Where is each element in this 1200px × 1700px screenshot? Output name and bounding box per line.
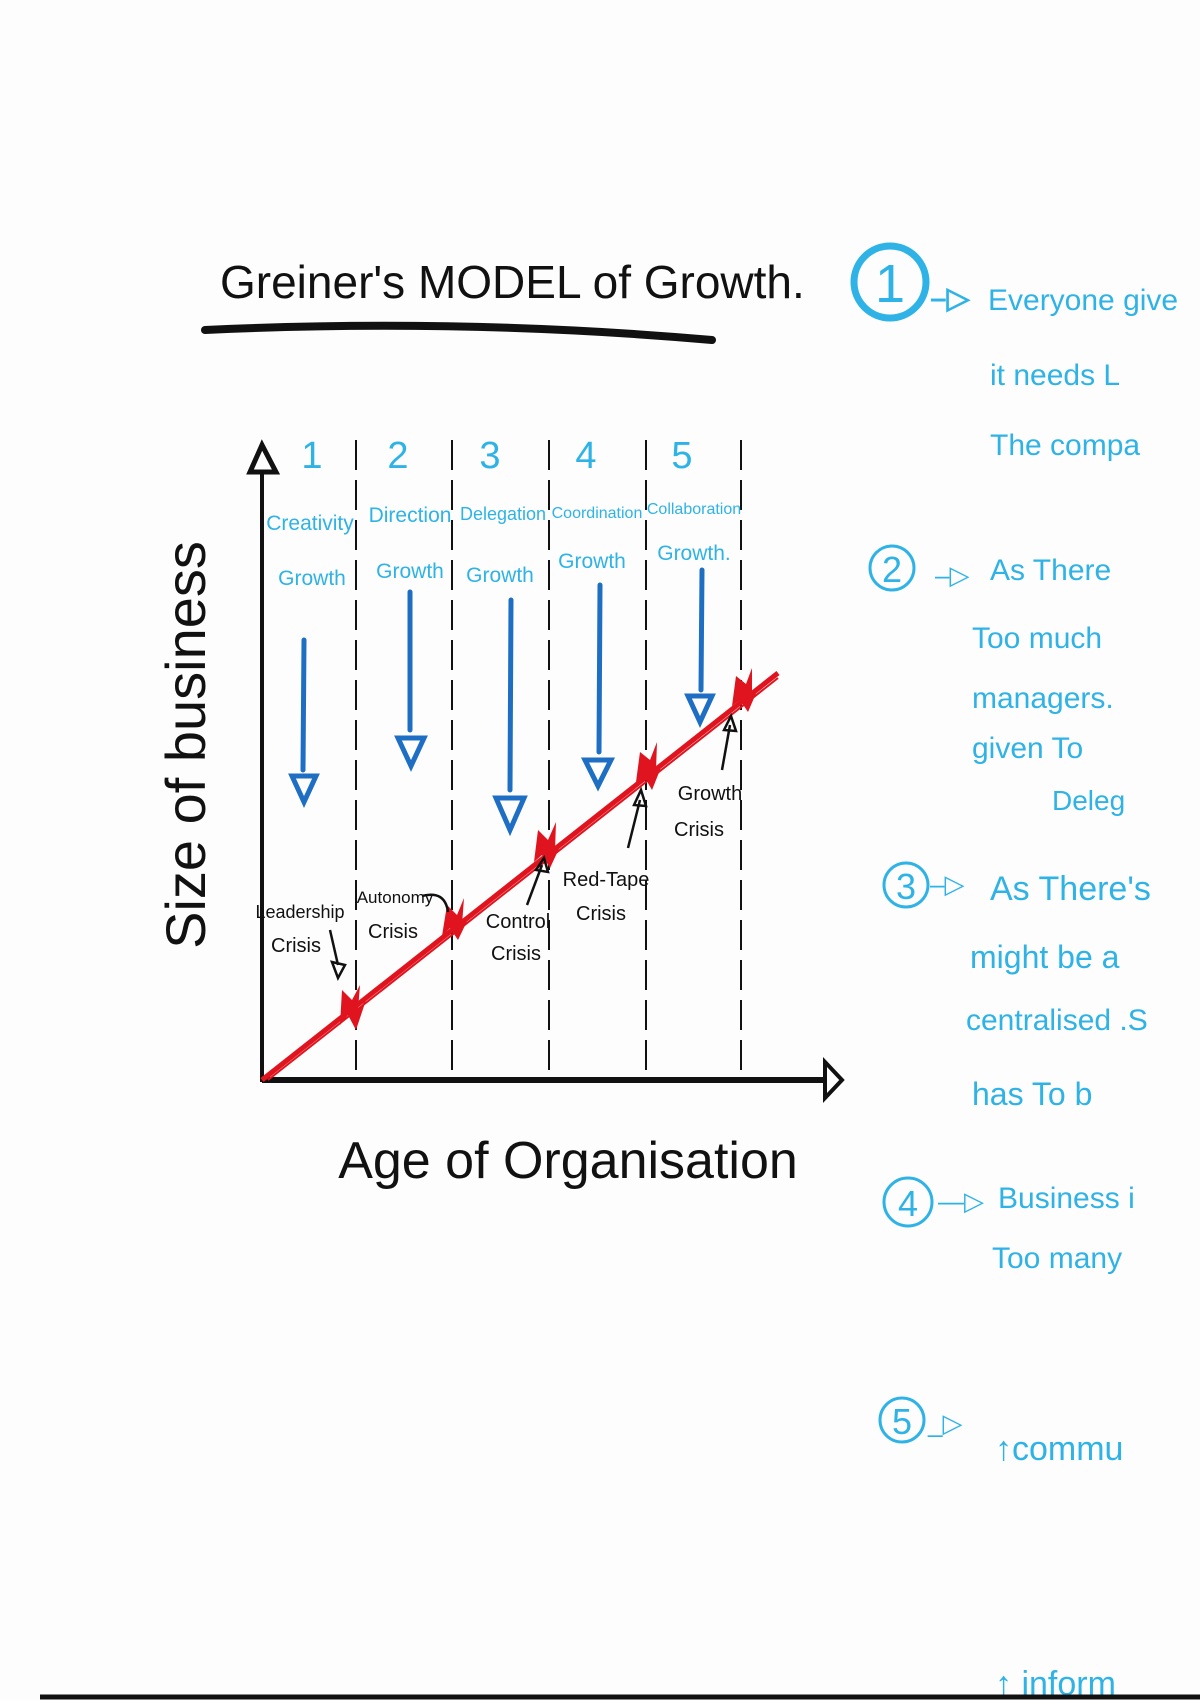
note-arrow-icon: –▷ [930, 869, 964, 899]
crisis-markers [340, 668, 760, 1030]
note-line: Everyone give [988, 284, 1178, 317]
growth-trend-line-shadow [267, 677, 779, 1081]
x-axis-arrow-icon [823, 1056, 845, 1104]
crisis-label: Crisis [271, 935, 321, 957]
note-number: 3 [896, 866, 916, 907]
note-line: Business i [998, 1182, 1135, 1215]
crisis-pointers [328, 712, 738, 982]
note-line: it needs L [990, 359, 1120, 392]
note-line: centralised .S [966, 1004, 1148, 1037]
note-line: ↑commu [995, 1430, 1123, 1468]
note-2: 2 –▷ As There Too much managers. given T… [868, 544, 1125, 816]
crisis-label: Red-Tape [563, 869, 650, 891]
phase-number: 2 [387, 435, 408, 477]
crisis-label: Growth [678, 783, 742, 805]
phase-number: 5 [671, 435, 692, 477]
phase-number: 1 [301, 435, 322, 477]
crisis-label: Crisis [368, 921, 418, 943]
crisis-label: Autonomy [357, 888, 434, 907]
note-line: As There [990, 554, 1111, 587]
y-axis-arrow-icon [246, 439, 281, 475]
phase-label: Growth [558, 550, 626, 573]
note-line: ↑ inform [995, 1665, 1116, 1700]
note-3: 3 –▷ As There's might be a centralised .… [882, 861, 1151, 1112]
phase-label: Growth. [657, 542, 731, 565]
note-number: 2 [882, 549, 902, 590]
note-line: Deleg [1052, 785, 1125, 816]
phase-label: Growth [376, 560, 444, 583]
phase-label: Direction [369, 504, 452, 527]
phase-label: Collaboration [647, 501, 741, 518]
phase-label: Growth [278, 567, 346, 590]
note-number: 5 [892, 1401, 912, 1442]
note-arrow-icon: –▷ [935, 560, 969, 590]
note-line: given To [972, 732, 1083, 765]
phase-label: Growth [466, 564, 534, 587]
growth-trend-line [260, 671, 780, 1082]
x-axis-label: Age of Organisation [338, 1132, 798, 1190]
crisis-label: Control [486, 911, 550, 933]
note-line: might be a [970, 939, 1120, 975]
note-number: 4 [898, 1183, 918, 1224]
crisis-label: Crisis [576, 903, 626, 925]
crisis-label: Crisis [674, 819, 724, 841]
note-1: 1 –▷ Everyone give it needs L The compa [850, 242, 1178, 462]
note-4: 4 —▷ Business i Too many [882, 1176, 1135, 1275]
phase-label: Delegation [460, 504, 546, 524]
note-arrow-icon: —▷ [938, 1186, 984, 1216]
note-line: Too many [992, 1242, 1122, 1275]
phase-number: 3 [479, 435, 500, 477]
title-underline [201, 321, 716, 344]
note-arrow-icon: –▷ [930, 282, 972, 315]
note-number: 1 [875, 254, 905, 314]
phase-dividers [355, 440, 742, 1076]
note-line: As There's [990, 870, 1151, 908]
phase-number: 4 [575, 435, 596, 477]
phase-label: Creativity [266, 512, 354, 535]
phase-label: Coordination [552, 505, 643, 522]
note-line: has To b [972, 1076, 1092, 1112]
y-axis-label: Size of business [154, 541, 217, 949]
note-line: The compa [990, 429, 1140, 462]
diagram-title: Greiner's MODEL of Growth. [220, 256, 805, 308]
note-line: Too much [972, 622, 1102, 655]
note-arrow-icon: _▷ [927, 1408, 962, 1438]
crisis-label: Leadership [255, 902, 344, 922]
note-5: 5 _▷ ↑commu ↑ inform [878, 1396, 1123, 1700]
growth-arrows [288, 567, 716, 837]
crisis-label: Crisis [491, 943, 541, 965]
note-line: managers. [972, 682, 1114, 715]
